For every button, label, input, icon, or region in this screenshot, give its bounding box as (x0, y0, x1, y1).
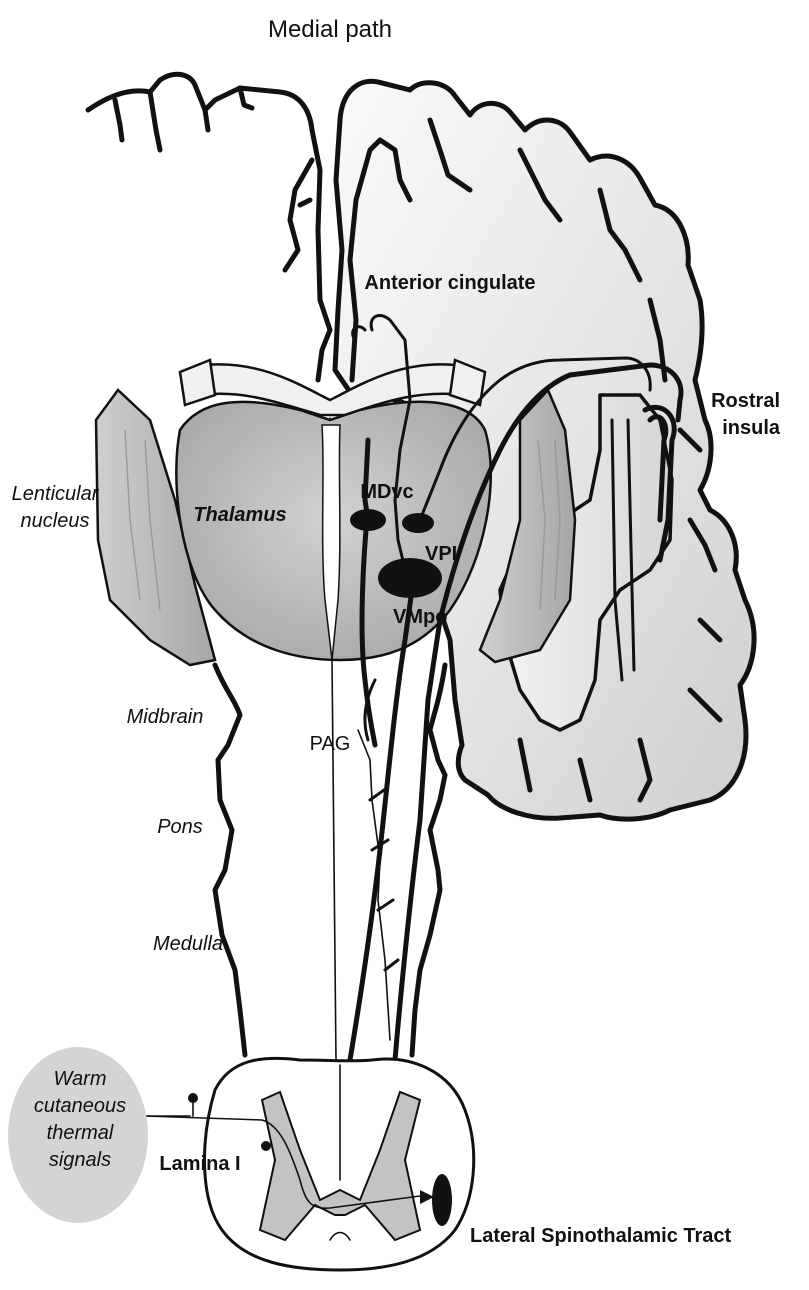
midbrain-label: Midbrain (127, 706, 204, 728)
lateral-tract-label: Lateral Spinothalamic Tract (470, 1225, 732, 1247)
insula-label: insula (722, 417, 781, 439)
medulla-label: Medulla (153, 933, 223, 955)
mdvc-label: MDvc (360, 481, 413, 503)
lenticular-label-line1: Lenticular (12, 483, 100, 505)
warm-label-line1: Warm (54, 1068, 107, 1090)
warm-label-line4: signals (49, 1149, 111, 1171)
title-label: Medial path (268, 16, 392, 43)
vpi-label: VPI (425, 543, 457, 565)
pons-label: Pons (157, 816, 203, 838)
pag-label: PAG (310, 733, 351, 755)
vmpo-label: VMpo (393, 606, 447, 628)
brainstem (215, 660, 445, 1060)
vpi-nucleus (402, 513, 434, 533)
lamina-label: Lamina I (159, 1153, 240, 1175)
rostral-label: Rostral (711, 390, 780, 412)
mdvc-nucleus (350, 509, 386, 531)
anterior-cingulate-label: Anterior cingulate (364, 272, 535, 294)
lenticular-label-line2: nucleus (21, 510, 90, 532)
spinal-cord-section (145, 810, 474, 1270)
warm-label-line2: cutaneous (34, 1095, 126, 1117)
left-hemisphere-outline (88, 74, 330, 380)
lateral-tract-marker (432, 1174, 452, 1226)
warm-label-line3: thermal (47, 1122, 114, 1144)
thalamus-label: Thalamus (193, 504, 286, 526)
